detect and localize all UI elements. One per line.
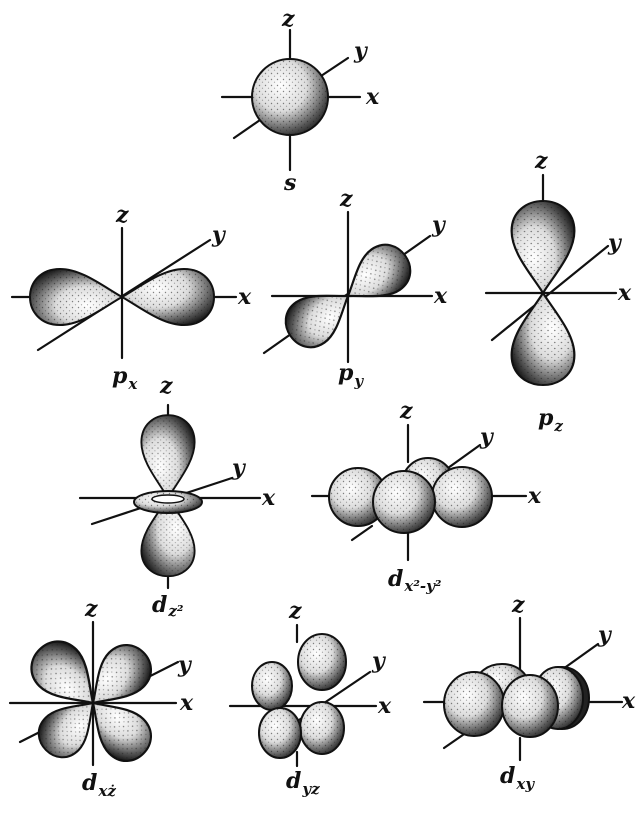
y-axis-lower <box>350 524 374 542</box>
lobe-stipple <box>276 275 363 357</box>
z-label: z <box>288 598 302 624</box>
x-label: x <box>433 283 448 309</box>
lobe-stipple <box>373 471 435 533</box>
lobe-stipple <box>329 468 387 526</box>
y-axis <box>316 56 350 80</box>
torus-hole <box>151 494 185 504</box>
z-label: z <box>511 592 525 618</box>
y-label: y <box>479 424 495 450</box>
y-axis-lower <box>232 118 262 140</box>
orbital-label-s: s <box>283 170 296 196</box>
lobe-stipple <box>259 708 301 758</box>
z-label: z <box>339 186 353 212</box>
lobe-stipple <box>30 269 122 325</box>
orbital-label-dx2-y2: dx²-y² <box>388 566 442 595</box>
lobe-stipple <box>300 702 344 754</box>
y-label: y <box>607 230 623 256</box>
y-axis <box>446 443 482 470</box>
x-label: x <box>237 284 252 310</box>
x-label: x <box>377 693 392 719</box>
lobe-stipple <box>444 672 504 736</box>
orbital-label-dz2: dz² <box>152 592 184 620</box>
z-label: z <box>399 398 413 424</box>
orbital-py: z y x py <box>262 186 448 390</box>
y-label: y <box>371 648 387 674</box>
z-label: z <box>84 596 98 622</box>
s-sphere-stipple <box>252 59 328 135</box>
lobe-stipple <box>252 662 292 710</box>
lobe-stipple <box>511 293 575 385</box>
lobe-stipple <box>333 235 420 317</box>
z-label: z <box>534 148 548 174</box>
orbital-dyz: z y x dyz <box>228 598 392 798</box>
z-label: z <box>281 6 295 32</box>
lobe-group <box>443 663 590 738</box>
z-label: z <box>159 373 173 399</box>
orbital-pz: z y x pz <box>484 148 632 435</box>
orbital-label-dyz: dyz <box>286 768 320 798</box>
orbital-dz2: z y x dz² <box>78 373 276 620</box>
lobe-group <box>328 457 493 534</box>
y-label: y <box>177 652 193 678</box>
lobe-stipple <box>298 634 346 690</box>
orbital-label-px: px <box>112 363 138 393</box>
y-label: y <box>353 38 369 64</box>
y-label: y <box>431 212 447 238</box>
x-label: x <box>179 690 194 716</box>
lobe-stipple <box>141 415 195 498</box>
x-label: x <box>527 483 542 509</box>
orbital-label-dxz: dxż <box>82 770 116 800</box>
y-axis <box>490 244 610 342</box>
lobe-stipple <box>511 201 575 293</box>
x-label: x <box>617 280 632 306</box>
x-label: x <box>365 84 380 110</box>
lobe-stipple <box>122 269 214 325</box>
orbital-px: z y x px <box>10 202 252 393</box>
y-label: y <box>231 455 247 481</box>
lobe-group <box>251 633 347 759</box>
lobe-stipple <box>502 675 558 737</box>
x-label: x <box>621 688 636 714</box>
orbital-dxz: z y x dxż <box>8 596 194 800</box>
orbital-label-dxy: dxy <box>500 763 535 793</box>
y-label: y <box>211 222 227 248</box>
orbital-dx2-y2: z y x dx²-y² <box>310 398 542 595</box>
x-label: x <box>261 485 276 511</box>
orbital-label-py: py <box>338 360 364 390</box>
orbital-dxy: z y x dxy <box>422 592 636 793</box>
orbital-label-pz: pz <box>538 405 563 435</box>
y-label: y <box>597 622 613 648</box>
lobe-stipple <box>432 467 492 527</box>
orbital-s: z y x s <box>220 6 380 196</box>
z-label: z <box>115 202 129 228</box>
